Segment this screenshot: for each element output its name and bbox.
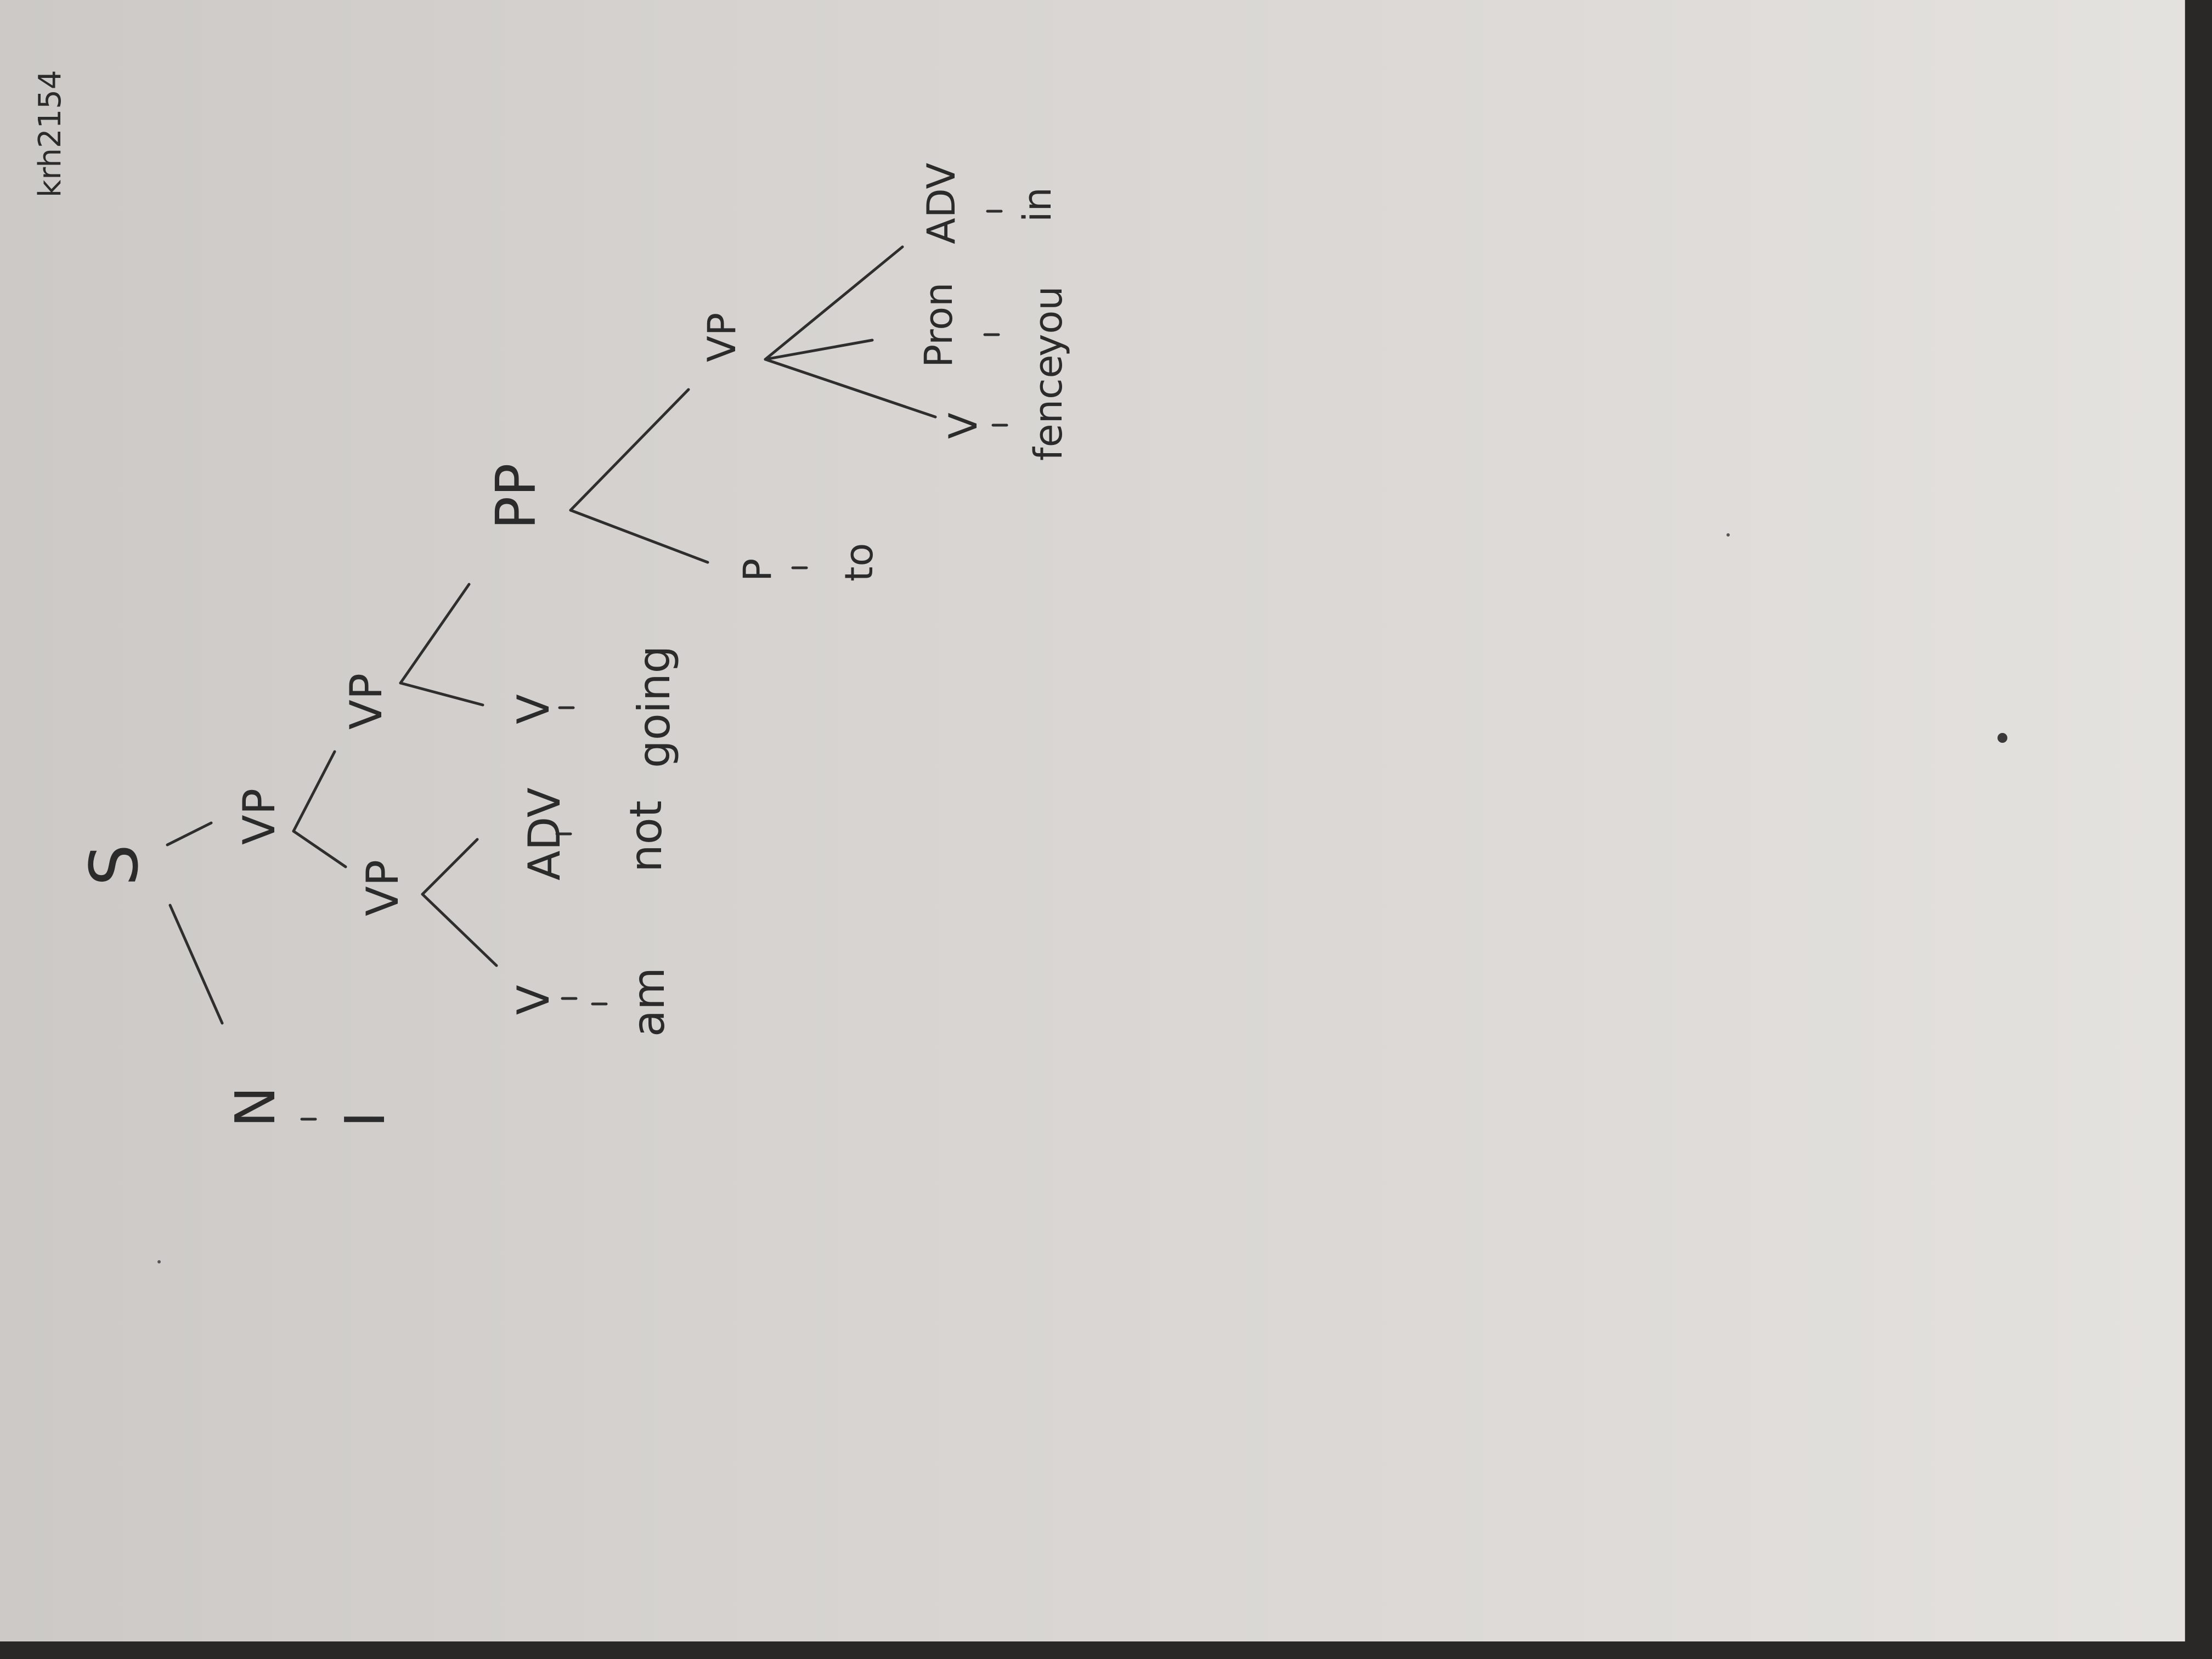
student-id-label: krh2154 [32,70,68,198]
node-v-fence: V [941,413,986,439]
edge-pp-p [569,509,709,564]
leaf-am: am [623,967,674,1037]
edge-s-n [168,904,224,1025]
node-s: S [77,844,153,886]
leaf-fence: fence [1026,354,1071,461]
node-v-am: V [508,985,559,1015]
edge-vp-adv [764,245,904,361]
edge-vpright-pp [399,583,471,685]
node-labels: S N I VP VP V am VP ADV not V going PP P… [77,162,1071,1127]
node-n: N [223,1086,287,1127]
leaf-going: going [629,646,680,768]
node-vp-top: VP [234,788,285,845]
node-adv-not: ADV [519,787,570,881]
edge-vp-vp-mid [292,830,347,868]
edge-vp-pron [764,338,874,361]
edge-vp-v-fence [764,358,937,419]
leaf-you: you [1026,286,1071,357]
edge-vp-vp-right [292,750,336,833]
edge-vpmid-v [421,893,498,967]
node-adv-in: ADV [919,162,964,244]
edge-vpright-v [399,681,484,707]
ink-speck [157,1260,161,1263]
paper-sheet [0,0,2185,1641]
node-pp: PP [484,463,548,529]
leaf-i: I [333,1111,397,1128]
edge-s-vp [166,821,213,847]
node-p: P [735,558,780,582]
node-vp-right: VP [341,673,392,730]
node-v-going: V [508,694,559,724]
node-vp-mid: VP [357,860,408,916]
leaf-not: not [620,800,672,872]
ink-speck [1997,733,2007,743]
leaf-to: to [837,543,882,582]
ink-speck [1726,533,1730,537]
edge-vpmid-adv [421,838,479,896]
node-vp-low: VP [699,313,744,362]
edge-pp-vp [569,388,690,512]
node-pron: Pron [916,283,961,368]
tree-edges [166,210,1008,1121]
leaf-in: in [1015,187,1060,222]
